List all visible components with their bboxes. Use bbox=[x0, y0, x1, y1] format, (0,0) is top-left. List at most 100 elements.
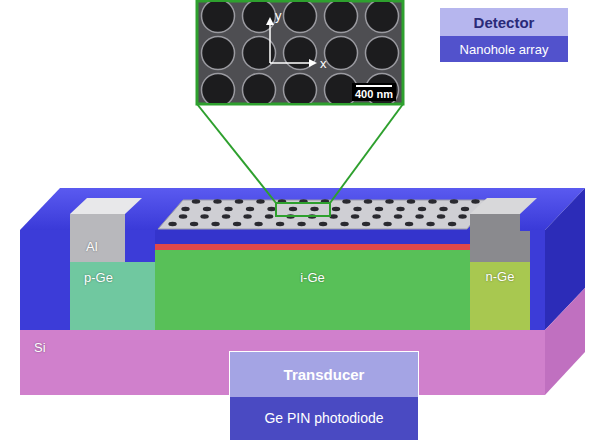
zoom-marker bbox=[276, 203, 330, 216]
nanohole bbox=[168, 222, 176, 226]
al-top-left bbox=[70, 198, 142, 214]
nanohole bbox=[418, 207, 426, 211]
nanohole bbox=[364, 199, 372, 203]
scale-bar bbox=[356, 85, 392, 87]
nanohole bbox=[426, 222, 434, 226]
nanohole bbox=[276, 222, 284, 226]
sem-hole bbox=[202, 74, 235, 104]
nanohole bbox=[458, 214, 466, 218]
axis-arrow bbox=[266, 17, 274, 25]
axis-label: x bbox=[320, 56, 327, 71]
nanohole bbox=[233, 222, 241, 226]
nanohole bbox=[383, 222, 391, 226]
nanohole bbox=[351, 214, 359, 218]
sem-holes bbox=[202, 2, 399, 103]
nanohole bbox=[450, 199, 458, 203]
top-face bbox=[20, 188, 585, 230]
nanohole bbox=[213, 199, 221, 203]
nanohole bbox=[265, 214, 273, 218]
sem-hole bbox=[284, 74, 317, 104]
x-axis bbox=[270, 62, 312, 64]
nanohole bbox=[471, 199, 479, 203]
sem-hole bbox=[284, 37, 317, 70]
sem-hole bbox=[325, 37, 358, 70]
oxide-layer bbox=[155, 230, 470, 244]
nanohole bbox=[289, 207, 297, 211]
nanohole bbox=[235, 199, 243, 203]
nanohole bbox=[243, 214, 251, 218]
region-label: i-Ge bbox=[300, 270, 325, 285]
sem-hole bbox=[366, 2, 399, 33]
nanohole bbox=[362, 222, 370, 226]
nanohole bbox=[203, 207, 211, 211]
nanohole bbox=[461, 207, 469, 211]
al-top-right bbox=[470, 198, 537, 214]
scale-label: 400 nm bbox=[355, 88, 393, 100]
nanohole bbox=[396, 207, 404, 211]
nanohole bbox=[224, 207, 232, 211]
i-ge-region: i-Ge bbox=[155, 250, 470, 330]
sem-hole bbox=[325, 2, 358, 33]
region-label: Al bbox=[86, 239, 98, 254]
nanohole bbox=[256, 199, 264, 203]
nanohole bbox=[375, 207, 383, 211]
sem-hole bbox=[202, 2, 235, 33]
region-label: n-Ge bbox=[486, 269, 515, 284]
nanohole bbox=[211, 222, 219, 226]
nanohole bbox=[297, 222, 305, 226]
front-face bbox=[20, 230, 545, 330]
axis-arrow bbox=[309, 59, 317, 67]
nanohole bbox=[181, 207, 189, 211]
nanohole bbox=[200, 214, 208, 218]
nanohole bbox=[353, 207, 361, 211]
nanohole bbox=[192, 199, 200, 203]
nanohole bbox=[267, 207, 275, 211]
nanohole bbox=[407, 199, 415, 203]
nanohole bbox=[437, 214, 445, 218]
nanohole bbox=[190, 222, 198, 226]
sem-hole bbox=[202, 37, 235, 70]
n-ge-region: n-Ge bbox=[470, 231, 530, 330]
detector-box: DetectorNanohole array bbox=[440, 8, 568, 62]
box-heading: Detector bbox=[440, 8, 568, 36]
al-front-right bbox=[470, 214, 520, 231]
box-body: Ge PIN photodiode bbox=[230, 397, 418, 441]
nanohole bbox=[179, 214, 187, 218]
sem-hole bbox=[243, 74, 276, 104]
y-axis bbox=[269, 22, 271, 63]
nanohole bbox=[222, 214, 230, 218]
box-body: Nanohole array bbox=[440, 36, 568, 62]
box-heading: Transducer bbox=[230, 352, 418, 397]
nanohole-dots bbox=[168, 199, 479, 226]
si-side-face bbox=[545, 288, 585, 395]
p-ge-region: p-Ge bbox=[70, 262, 155, 330]
nanohole bbox=[428, 199, 436, 203]
nanohole bbox=[394, 214, 402, 218]
al-contact: Al bbox=[70, 231, 125, 262]
nanohole bbox=[310, 207, 318, 211]
nanohole bbox=[439, 207, 447, 211]
al-front-left bbox=[70, 214, 125, 231]
region-label: p-Ge bbox=[84, 270, 113, 285]
region-label: Si bbox=[34, 340, 46, 355]
axis-label: y bbox=[275, 8, 282, 23]
nanohole bbox=[254, 222, 262, 226]
nanohole bbox=[319, 222, 327, 226]
sem-hole bbox=[284, 2, 317, 33]
nanohole bbox=[342, 199, 350, 203]
nanohole-array-surface bbox=[158, 200, 492, 229]
zoom-leader bbox=[197, 104, 276, 203]
nanohole bbox=[415, 214, 423, 218]
sem-hole bbox=[366, 37, 399, 70]
nanohole bbox=[332, 207, 340, 211]
nanohole bbox=[372, 214, 380, 218]
scale-bar-ground bbox=[352, 83, 396, 101]
nanohole bbox=[385, 199, 393, 203]
zoom-leader bbox=[330, 104, 403, 203]
nanohole bbox=[405, 222, 413, 226]
transducer-box: TransducerGe PIN photodiode bbox=[230, 352, 418, 440]
nanohole bbox=[448, 222, 456, 226]
nanohole bbox=[246, 207, 254, 211]
nanohole bbox=[340, 222, 348, 226]
